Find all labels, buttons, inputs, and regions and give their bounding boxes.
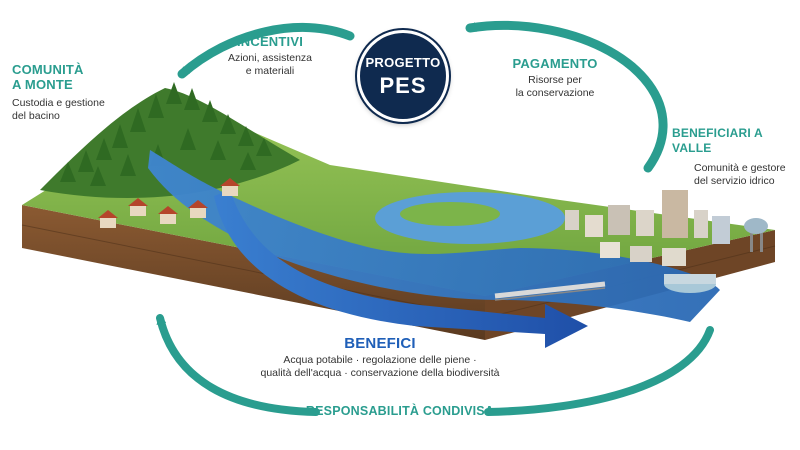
benefits-arrow	[214, 190, 588, 348]
downstream-desc-1: Comunità e gestore	[694, 162, 786, 174]
payment-desc-2: la conservazione	[515, 87, 595, 99]
downstream-desc-2: del servizio idrico	[694, 175, 775, 187]
arrow-incentives	[177, 22, 355, 79]
upstream-desc-1: Custodia e gestione	[12, 97, 105, 109]
badge-line1: PROGETTO	[365, 55, 441, 70]
upstream-title-2: A MONTE	[12, 77, 73, 92]
city	[565, 190, 730, 293]
incentives-label: INCENTIVI Azioni, assistenza e materiali	[210, 34, 330, 78]
arrow-shared-right	[484, 326, 714, 416]
payment-desc-1: Risorse per	[528, 74, 582, 86]
incentives-desc-2: e materiali	[245, 65, 295, 77]
badge-line2: PES	[379, 73, 427, 98]
bridge	[494, 281, 606, 301]
downstream-title: BENEFICIARI A VALLE	[672, 126, 763, 155]
arrow-shared-left	[156, 314, 320, 416]
upstream-desc-2: del bacino	[12, 110, 60, 122]
incentives-desc-1: Azioni, assistenza	[227, 52, 313, 64]
upstream-label: COMUNITÀ A MONTE Custodia e gestione del…	[12, 62, 105, 123]
benefits-desc-1: Acqua potabile · regolazione delle piene…	[283, 354, 477, 366]
upstream-title-1: COMUNITÀ	[12, 62, 84, 77]
payment-title: PAGAMENTO	[512, 56, 598, 71]
arrow-payment	[465, 20, 668, 173]
benefits-label: BENEFICI Acqua potabile · regolazione de…	[245, 336, 515, 380]
mountain	[40, 88, 300, 199]
project-badge: PROGETTO PES	[357, 30, 449, 122]
incentives-title: INCENTIVI	[236, 34, 304, 49]
shared-responsibility-label: RESPONSABILITÀ CONDIVISA	[300, 404, 500, 419]
payment-label: PAGAMENTO Risorse per la conservazione	[490, 56, 620, 100]
benefits-desc-2: qualità dell'acqua · conservazione della…	[260, 367, 500, 379]
shared-title: RESPONSABILITÀ CONDIVISA	[305, 404, 495, 418]
river	[148, 150, 720, 322]
downstream-label: BENEFICIARI A VALLE Comunità e gestore d…	[672, 126, 798, 188]
benefits-title: BENEFICI	[344, 335, 416, 352]
water-tower	[744, 218, 768, 252]
village	[98, 178, 240, 228]
